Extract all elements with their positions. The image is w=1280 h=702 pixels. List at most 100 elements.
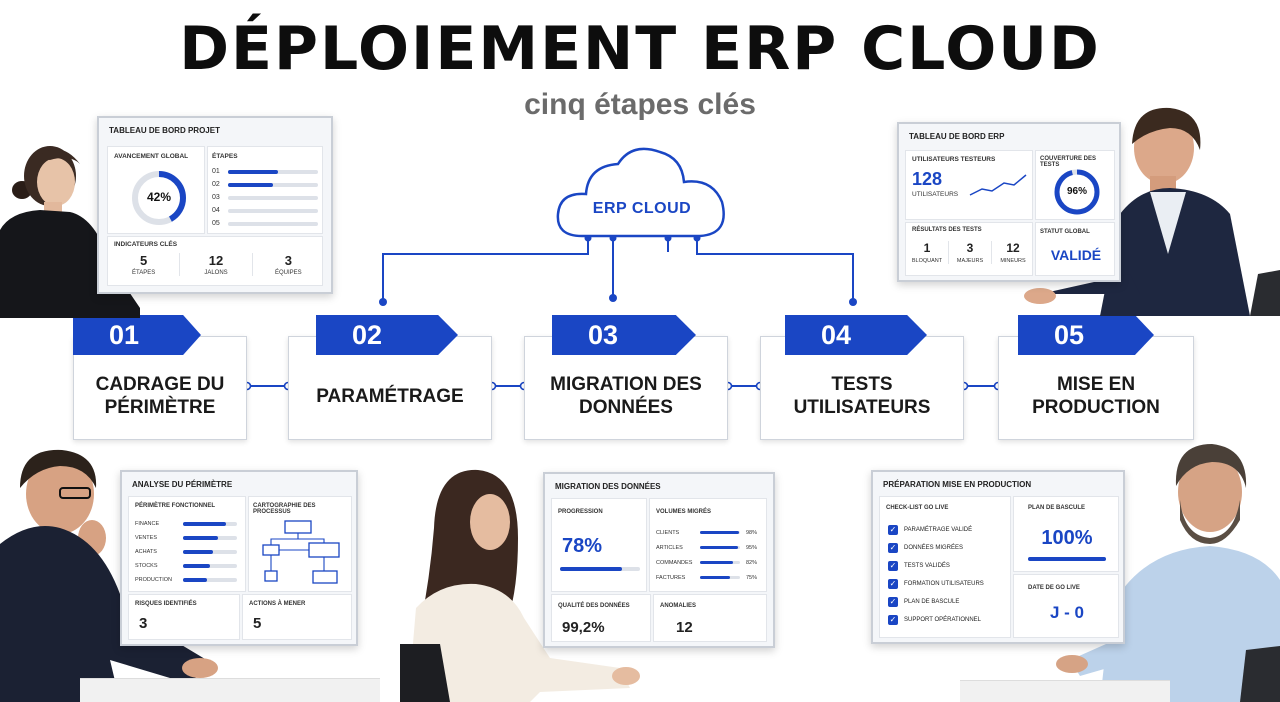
- risques-label: RISQUES IDENTIFIÉS: [135, 601, 197, 607]
- desk-bottom-right: [960, 680, 1170, 702]
- etape-row: 02: [212, 178, 320, 191]
- volume-value: 98%: [746, 529, 758, 536]
- qualite-value: 99,2%: [562, 619, 605, 636]
- etape-number: 04: [212, 207, 220, 214]
- avancement-label: AVANCEMENT GLOBAL: [114, 153, 189, 160]
- perimetre-item-label: FINANCE: [135, 521, 160, 527]
- resultats-label: RÉSULTATS DES TESTS: [912, 227, 982, 233]
- perimetre-item-label: STOCKS: [135, 563, 158, 569]
- page-subtitle: cinq étapes clés: [524, 88, 756, 121]
- avancement-card: AVANCEMENT GLOBAL 42%: [107, 146, 205, 234]
- progression-label: PROGRESSION: [558, 509, 603, 515]
- checklist-item-label: PLAN DE BASCULE: [904, 599, 960, 605]
- actions-card: ACTIONS À MENER 5: [242, 594, 352, 640]
- checklist-item: ✓ FORMATION UTILISATEURS: [888, 575, 1008, 593]
- checklist-item-label: PARAMÉTRAGE VALIDÉ: [904, 527, 973, 533]
- testeurs-label: UTILISATEURS TESTEURS: [912, 156, 996, 163]
- perimetre-row: VENTES: [135, 531, 241, 545]
- plan-card: PLAN DE BASCULE 100%: [1013, 496, 1119, 572]
- step-5-number: 05: [1018, 315, 1154, 355]
- etape-number: 02: [212, 181, 220, 188]
- indicateur-label: JALONS: [204, 270, 228, 276]
- perimetre-item-label: VENTES: [135, 535, 158, 541]
- couverture-card: COUVERTURE DES TESTS 96%: [1035, 150, 1115, 220]
- cartographie-card: CARTOGRAPHIE DES PROCESSUS: [248, 496, 352, 592]
- checklist-item: ✓DONNÉES MIGRÉES: [888, 539, 1008, 557]
- testeurs-card: UTILISATEURS TESTEURS 128 UTILISATEURS: [905, 150, 1033, 220]
- statut-value: VALIDÉ: [1050, 247, 1102, 263]
- actions-label: ACTIONS À MENER: [249, 601, 306, 607]
- anomalies-label: ANOMALIES: [660, 603, 696, 609]
- etape-number: 05: [212, 220, 220, 227]
- indicateur-label: ÉQUIPES: [274, 270, 302, 276]
- checklist-item-label: SUPPORT OPÉRATIONNEL: [904, 617, 982, 623]
- couverture-label: COUVERTURE DES TESTS: [1040, 156, 1097, 168]
- volume-bar: [700, 561, 740, 564]
- etape-progress-bar: [228, 182, 318, 187]
- monitor-dashboard-erp: TABLEAU DE BORD ERP UTILISATEURS TESTEUR…: [897, 122, 1121, 282]
- checklist-item-label: FORMATION UTILISATEURS: [904, 581, 984, 587]
- step-4-number: 04: [785, 315, 927, 355]
- etape-number: 03: [212, 194, 220, 201]
- checkbox-checked-icon: ✓: [888, 561, 898, 571]
- date-value: J - 0: [1049, 603, 1085, 622]
- perimetre-card: PÉRIMÈTRE FONCTIONNEL FINANCE VENTES ACHAT…: [128, 496, 246, 592]
- perimetre-bar: [183, 522, 237, 526]
- couverture-value: 96%: [1066, 186, 1087, 197]
- perimetre-label: PÉRIMÈTRE FONCTIONNEL: [135, 503, 216, 509]
- progression-value: 78%: [562, 535, 603, 557]
- perimetre-item-label: ACHATS: [135, 549, 157, 555]
- panel-title: TABLEAU DE BORD ERP: [909, 132, 1005, 141]
- volume-bar: [700, 546, 740, 549]
- indicateur-value: 12: [208, 253, 224, 268]
- indicateurs-label: INDICATEURS CLÉS: [114, 241, 178, 248]
- resultat-value: 12: [1006, 241, 1020, 255]
- monitor-dashboard-projet: TABLEAU DE BORD PROJET AVANCEMENT GLOBAL…: [97, 116, 333, 294]
- qualite-card: QUALITÉ DES DONNÉES 99,2%: [551, 594, 651, 642]
- resultat-label: BLOQUANT: [911, 258, 943, 264]
- perimetre-bar: [183, 536, 237, 540]
- indicateur-value: 3: [284, 253, 292, 268]
- resultat-value: 1: [923, 241, 931, 255]
- step-1-number: 01: [73, 315, 201, 355]
- testeurs-value: 128: [912, 169, 943, 189]
- indicateur-label: ÉTAPES: [132, 270, 156, 276]
- person-man-top-right: [1024, 107, 1280, 316]
- panel-title: MIGRATION DES DONNÉES: [555, 482, 661, 491]
- risques-card: RISQUES IDENTIFIÉS 3: [128, 594, 240, 640]
- avancement-value: 42%: [146, 190, 172, 204]
- perimetre-bar: [183, 564, 237, 568]
- step-2-number: 02: [316, 315, 458, 355]
- date-label: DATE DE GO LIVE: [1028, 585, 1080, 591]
- volume-bar: [700, 576, 740, 579]
- checklist-card: CHECK-LIST GO LIVE ✓PARAMÉTRAGE VALIDÉ✓D…: [879, 496, 1011, 638]
- checkbox-checked-icon: ✓: [888, 579, 898, 589]
- actions-value: 5: [253, 615, 262, 632]
- cloud-label: ERP CLOUD: [592, 200, 692, 217]
- etape-row: 03: [212, 191, 320, 204]
- monitor-analyse-perimetre: ANALYSE DU PÉRIMÈTRE PÉRIMÈTRE FONCTIONN…: [120, 470, 358, 646]
- checklist-item: ✓TESTS VALIDÉS: [888, 557, 1008, 575]
- checkbox-checked-icon: ✓: [888, 525, 898, 535]
- indicateur-value: 5: [140, 253, 148, 268]
- cloud-icon: [556, 147, 725, 238]
- checkbox-checked-icon: ✓: [888, 597, 898, 607]
- monitor-migration: MIGRATION DES DONNÉES PROGRESSION 78% VO…: [543, 472, 775, 648]
- etape-row: 04: [212, 204, 320, 217]
- perimetre-row: STOCKS: [135, 559, 241, 573]
- etape-progress-bar: [228, 208, 318, 213]
